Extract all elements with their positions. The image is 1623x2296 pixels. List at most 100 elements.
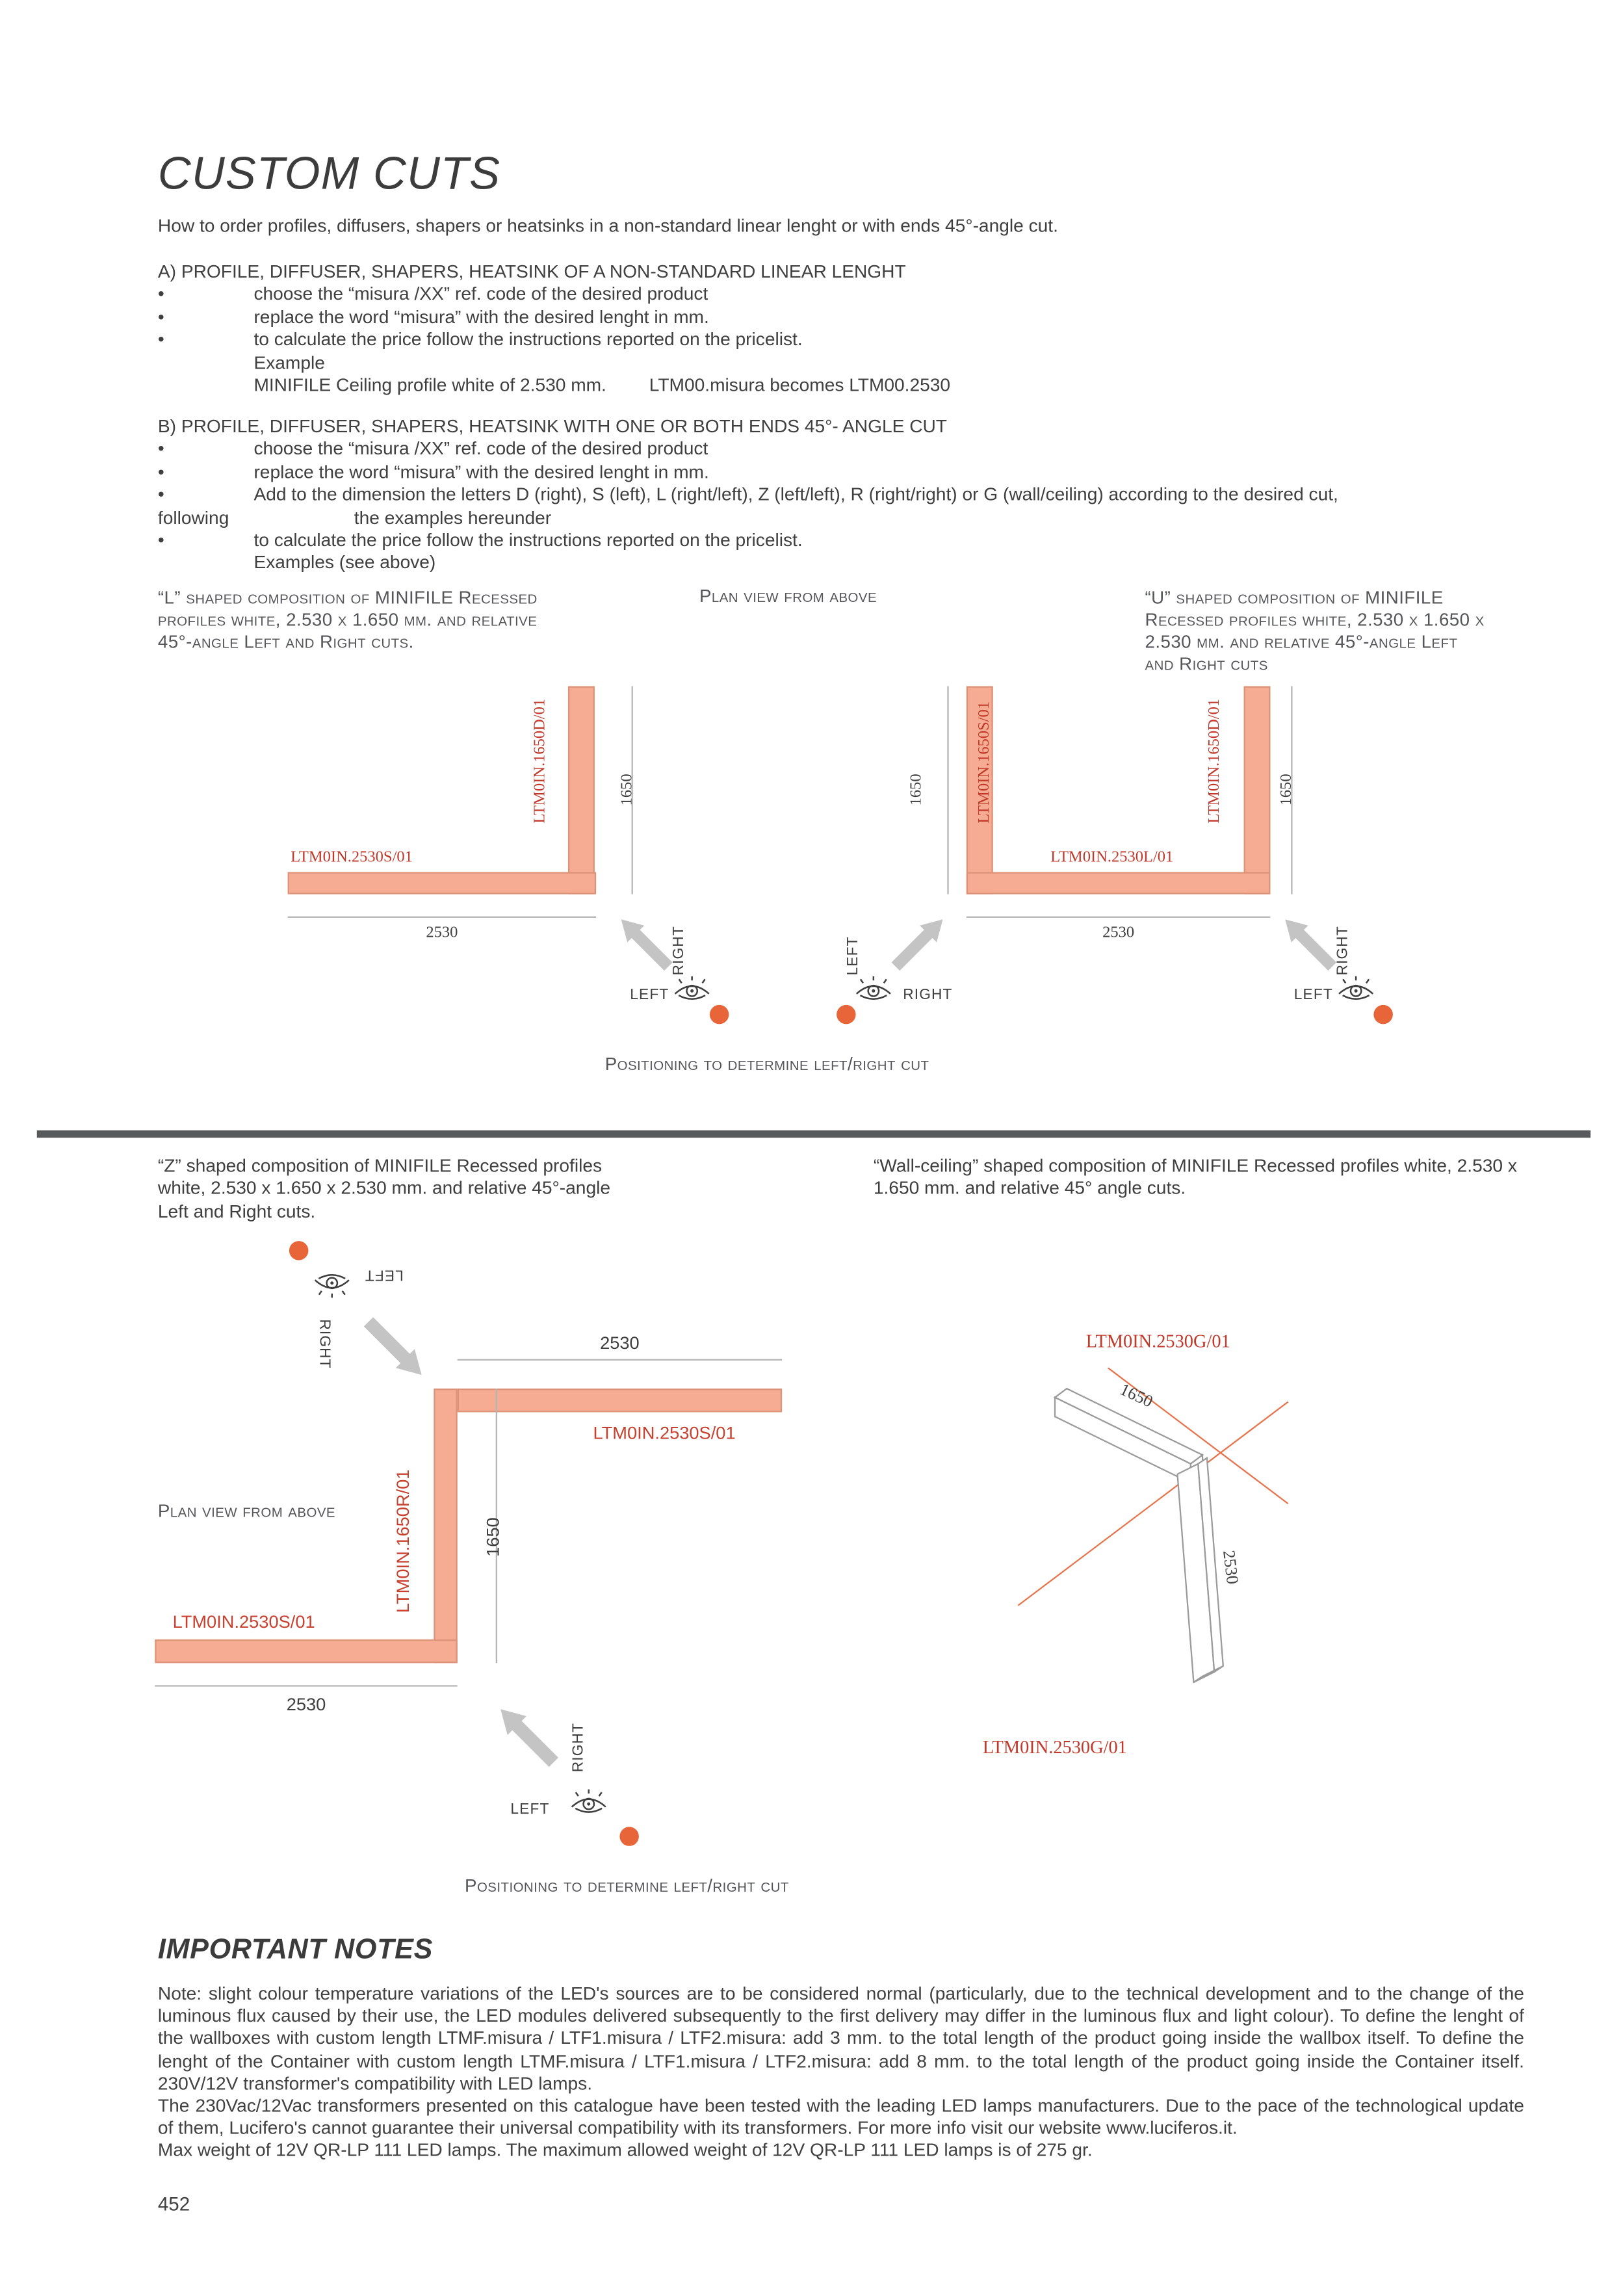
- dimension-line: [155, 1685, 458, 1687]
- z-vertical-ref-code: LTM0IN.1650R/01: [392, 1469, 413, 1613]
- bullet-marker: •: [157, 283, 164, 305]
- caption-z-shape: “Z” shaped composition of MINIFILE Reces…: [157, 1155, 610, 1222]
- eye-icon: [314, 1274, 350, 1299]
- section-b-bullet-4: • to calculate the price follow the inst…: [158, 530, 1560, 553]
- left-cut-label: LEFT: [510, 1801, 550, 1818]
- wall-bottom-ref-code: LTM0IN.2530G/01: [982, 1736, 1127, 1758]
- viewpoint-dot: [709, 1004, 729, 1024]
- viewpoint-dot: [289, 1241, 309, 1260]
- notes-paragraph-3: Max weight of 12V QR-LP 111 LED lamps. T…: [157, 2140, 1093, 2161]
- section-b-bullet-3: • Add to the dimension the letters D (ri…: [158, 484, 1560, 507]
- bullet-text: replace the word “misura” with the desir…: [253, 306, 709, 328]
- section-b: B) PROFILE, DIFFUSER, SHAPERS, HEATSINK …: [158, 416, 1560, 575]
- z-bottom-dimension: 2530: [286, 1693, 326, 1715]
- example-label: Example: [253, 352, 325, 373]
- z-profile-vertical-bar: [434, 1389, 458, 1663]
- u-left-ref-code: LTM0IN.1650S/01: [975, 701, 993, 824]
- section-a-example-label-line: Example: [158, 352, 1560, 375]
- caption-wall-ceiling: “Wall-ceiling” shaped composition of MIN…: [873, 1155, 1517, 1199]
- example-product: MINIFILE Ceiling profile white of 2.530 …: [253, 374, 606, 396]
- z-top-ref-code: LTM0IN.2530S/01: [593, 1422, 736, 1444]
- bullet-marker: •: [157, 329, 164, 350]
- positioning-caption: Positioning to determine left/right cut: [604, 1053, 929, 1075]
- section-b-bullet-1: • choose the “misura /XX” ref. code of t…: [158, 439, 1560, 462]
- section-b-bullet-2: • replace the word “misura” with the des…: [158, 462, 1560, 484]
- eye-icon: [1338, 975, 1374, 1000]
- right-cut-label: RIGHT: [671, 926, 688, 976]
- example-code: LTM00.misura becomes LTM00.2530: [649, 374, 951, 396]
- u-horizontal-ref-code: LTM0IN.2530L/01: [1050, 848, 1174, 867]
- bullet-text: to calculate the price follow the instru…: [253, 529, 803, 551]
- u-profile-horizontal-bar: [966, 872, 1271, 894]
- bullet-marker: •: [157, 529, 164, 551]
- wall-ceiling-isometric-drawing: [1017, 1367, 1289, 1684]
- dimension-line: [287, 916, 597, 918]
- plan-view-label: Plan view from above: [699, 586, 877, 607]
- page-title: CUSTOM CUTS: [157, 148, 501, 200]
- bullet-text: Add to the dimension the letters D (righ…: [253, 484, 1338, 505]
- section-b-heading: B) PROFILE, DIFFUSER, SHAPERS, HEATSINK …: [157, 416, 948, 437]
- direction-arrow-icon: [621, 919, 673, 971]
- u-left-dimension: 1650: [907, 774, 926, 806]
- section-divider: [36, 1130, 1591, 1138]
- right-cut-label: RIGHT: [315, 1319, 332, 1369]
- section-a-heading: A) PROFILE, DIFFUSER, SHAPERS, HEATSINK …: [157, 261, 906, 282]
- eye-icon: [674, 975, 710, 1000]
- section-a-bullet-3: • to calculate the price follow the inst…: [158, 330, 1560, 352]
- dimension-line: [966, 916, 1271, 918]
- u-profile-right-bar: [1243, 686, 1271, 894]
- eye-icon: [571, 1788, 607, 1813]
- viewpoint-dot: [837, 1004, 856, 1024]
- u-right-dimension: 1650: [1277, 774, 1296, 806]
- important-notes-body: Note: slight colour temperature variatio…: [158, 1983, 1524, 2163]
- bullet-marker: •: [157, 306, 164, 328]
- l-horizontal-dimension: 2530: [426, 924, 458, 942]
- l-horizontal-ref-code: LTM0IN.2530S/01: [291, 848, 413, 867]
- notes-paragraph-2: The 230Vac/12Vac transformers presented …: [157, 2095, 1524, 2139]
- z-top-dimension: 2530: [600, 1332, 640, 1353]
- z-bottom-ref-code: LTM0IN.2530S/01: [172, 1611, 315, 1632]
- section-b-bullet-3-wrap: following the examples hereunder: [158, 507, 1560, 530]
- bullet-marker: •: [157, 484, 164, 505]
- bullet-marker: •: [157, 439, 164, 460]
- l-profile-horizontal-bar: [287, 872, 597, 894]
- bullet-text: replace the word “misura” with the desir…: [253, 462, 709, 482]
- dimension-line: [631, 686, 633, 894]
- dimension-line: [947, 686, 949, 894]
- dimension-line: [1291, 686, 1293, 894]
- right-cut-label: RIGHT: [903, 987, 953, 1004]
- plan-view-label: Plan view from above: [157, 1500, 335, 1522]
- section-a-bullet-2: • replace the word “misura” with the des…: [158, 307, 1560, 330]
- viewpoint-dot: [619, 1827, 639, 1846]
- section-a: A) PROFILE, DIFFUSER, SHAPERS, HEATSINK …: [158, 261, 1560, 398]
- wrap-rest: the examples hereunder: [354, 506, 552, 528]
- dimension-line: [457, 1359, 783, 1361]
- bullet-text: choose the “misura /XX” ref. code of the…: [253, 439, 708, 460]
- left-cut-label: LEFT: [630, 987, 669, 1004]
- page-number: 452: [157, 2193, 190, 2215]
- left-cut-label: LEFT: [1293, 987, 1333, 1004]
- notes-paragraph-1: Note: slight colour temperature variatio…: [157, 1983, 1524, 2094]
- l-vertical-ref-code: LTM0IN.1650D/01: [531, 698, 549, 824]
- wrap-word: following: [157, 506, 229, 528]
- u-profile-left-bar: [966, 686, 993, 894]
- caption-u-shape: “U” shaped composition of MINIFILE Reces…: [1145, 587, 1485, 675]
- right-cut-label: RIGHT: [1335, 926, 1352, 976]
- direction-arrow-icon: [500, 1709, 558, 1768]
- section-a-bullet-1: • choose the “misura /XX” ref. code of t…: [158, 284, 1560, 307]
- bullet-marker: •: [157, 462, 164, 482]
- page-subtitle: How to order profiles, diffusers, shaper…: [157, 215, 1058, 237]
- left-cut-label: LEFT: [364, 1266, 404, 1283]
- eye-icon: [855, 975, 892, 1000]
- bullet-text: to calculate the price follow the instru…: [253, 329, 803, 350]
- direction-arrow-icon: [363, 1317, 422, 1376]
- l-vertical-dimension: 1650: [618, 774, 636, 806]
- z-profile-top-bar: [457, 1389, 783, 1413]
- positioning-caption: Positioning to determine left/right cut: [465, 1875, 789, 1896]
- dimension-line: [495, 1389, 497, 1663]
- caption-l-shape: “L” shaped composition of MINIFILE Reces…: [157, 587, 538, 653]
- u-horizontal-dimension: 2530: [1102, 924, 1135, 942]
- section-b-examples-note: Examples (see above): [158, 553, 1560, 575]
